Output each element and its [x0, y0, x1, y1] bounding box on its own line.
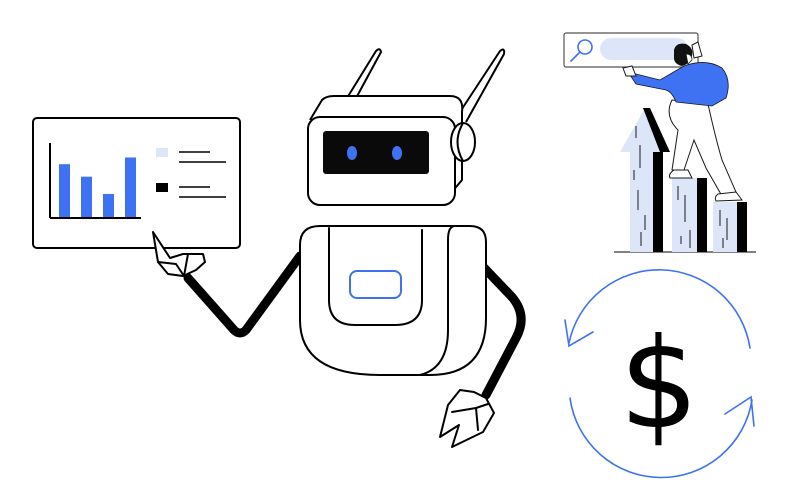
chart-bar — [59, 164, 70, 217]
robot-eye-left — [347, 146, 357, 160]
step-bar-2 — [672, 178, 707, 252]
chart-bar — [81, 176, 92, 217]
bar-chart-icon — [49, 143, 141, 219]
search-growth-scene — [563, 32, 756, 253]
claw-hand — [439, 389, 495, 448]
robot-eye-right — [392, 146, 402, 160]
chart-bar — [125, 157, 136, 217]
magnifier-icon — [570, 39, 593, 62]
legend-swatch-dark — [156, 183, 168, 192]
dollar-symbol: $ — [619, 312, 699, 457]
robot-visor — [323, 131, 429, 174]
step-bar-1 — [713, 202, 747, 252]
person-climbing — [622, 41, 743, 202]
chart-legend — [156, 148, 226, 198]
dashboard-card — [32, 117, 241, 249]
chart-bar — [103, 193, 114, 217]
antenna-icon — [346, 48, 506, 123]
robot-left-arm — [152, 231, 305, 338]
robot-body — [299, 225, 487, 376]
legend-swatch-light — [156, 148, 168, 157]
currency-exchange-icon: $ — [564, 269, 755, 479]
search-bar — [563, 32, 699, 68]
robot-head — [307, 48, 506, 206]
robot-right-arm — [439, 248, 526, 448]
robot-ear — [450, 122, 476, 162]
chest-panel — [349, 270, 402, 299]
up-arrow-icon — [620, 108, 670, 252]
refresh-cycle-icon — [564, 269, 755, 479]
